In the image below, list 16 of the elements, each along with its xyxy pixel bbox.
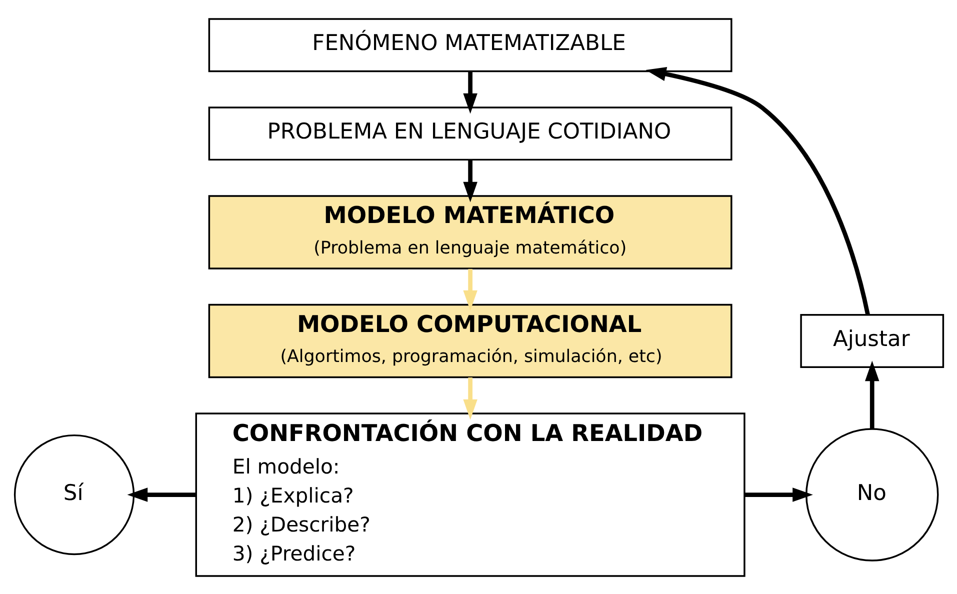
arrow [462, 268, 477, 310]
node-circle: Sí [13, 434, 134, 555]
node-box: MODELO COMPUTACIONAL (Algortimos, programación, simulación, etc) [208, 303, 732, 378]
node-box: PROBLEMA EN LENGUAJE COTIDIANO [208, 106, 732, 160]
arrow [462, 376, 477, 420]
arrow [645, 66, 870, 315]
node-box: CONFRONTACIÓN CON LA REALIDAD El modelo: 1) ¿Explica? 2) ¿Describe? 3) ¿Predice? [194, 412, 745, 576]
arrow [462, 70, 477, 114]
node-box: FENÓMENO MATEMATIZABLE [208, 18, 732, 72]
node-circle: No [804, 428, 938, 561]
node-box: Ajustar [800, 314, 944, 368]
arrow [744, 487, 812, 502]
arrow [462, 160, 477, 202]
arrow [126, 487, 196, 502]
node-box: MODELO MATEMÁTICO (Problema en lenguaje matemático) [208, 194, 732, 269]
arrow [864, 360, 879, 428]
